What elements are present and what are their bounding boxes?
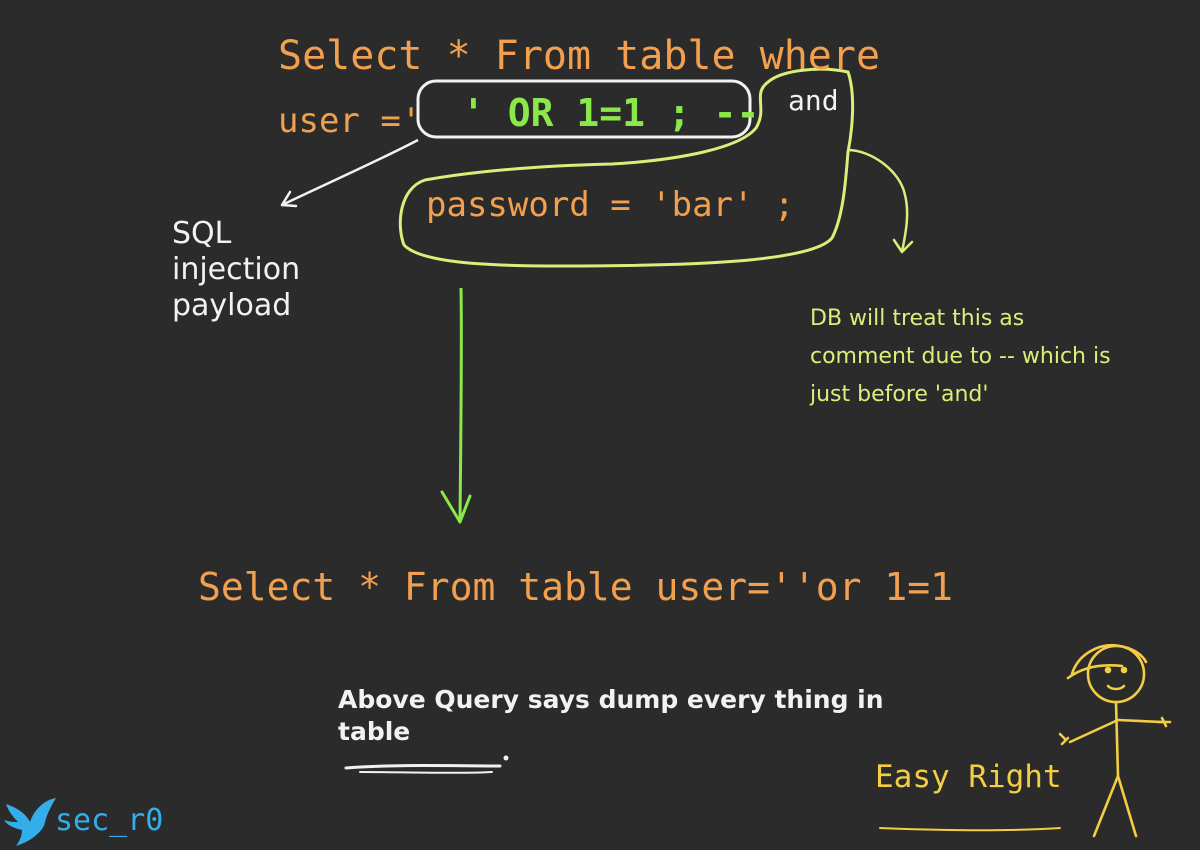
- easy-right-text: Easy Right: [875, 759, 1062, 795]
- result-query: Select * From table user=''or 1=1: [198, 565, 953, 609]
- payload-arrowhead: [280, 190, 298, 208]
- query-line-2-prefix: user =': [278, 101, 422, 141]
- explanation-text: Above Query says dump every thing in tab…: [338, 685, 884, 746]
- payload-arrow: [281, 138, 419, 207]
- stick-figure-icon: [1058, 643, 1172, 838]
- password-clause: password = 'bar' ;: [426, 185, 795, 225]
- result-arrowhead: [440, 490, 472, 524]
- explanation-underline-2: [359, 771, 493, 774]
- explanation-underline: [344, 764, 502, 770]
- bird-icon: [4, 798, 56, 846]
- db-comment-note: DB will treat this as comment due to -- …: [810, 306, 1111, 407]
- result-arrow: [458, 287, 463, 521]
- comment-arrow: [847, 148, 909, 253]
- comment-region-outline: [398, 67, 855, 268]
- explanation-dot: [503, 755, 509, 761]
- payload-highlight-box: [416, 79, 752, 139]
- easy-underline: [879, 827, 1061, 832]
- sql-payload: ' OR 1=1 ; --: [462, 91, 760, 135]
- comment-arrowhead: [892, 238, 914, 254]
- sql-injection-label: SQL injection payload: [172, 216, 301, 323]
- brand-handle: sec_r0: [55, 803, 164, 838]
- query-line-1: Select * From table where: [278, 33, 881, 79]
- query-and: and: [788, 84, 839, 117]
